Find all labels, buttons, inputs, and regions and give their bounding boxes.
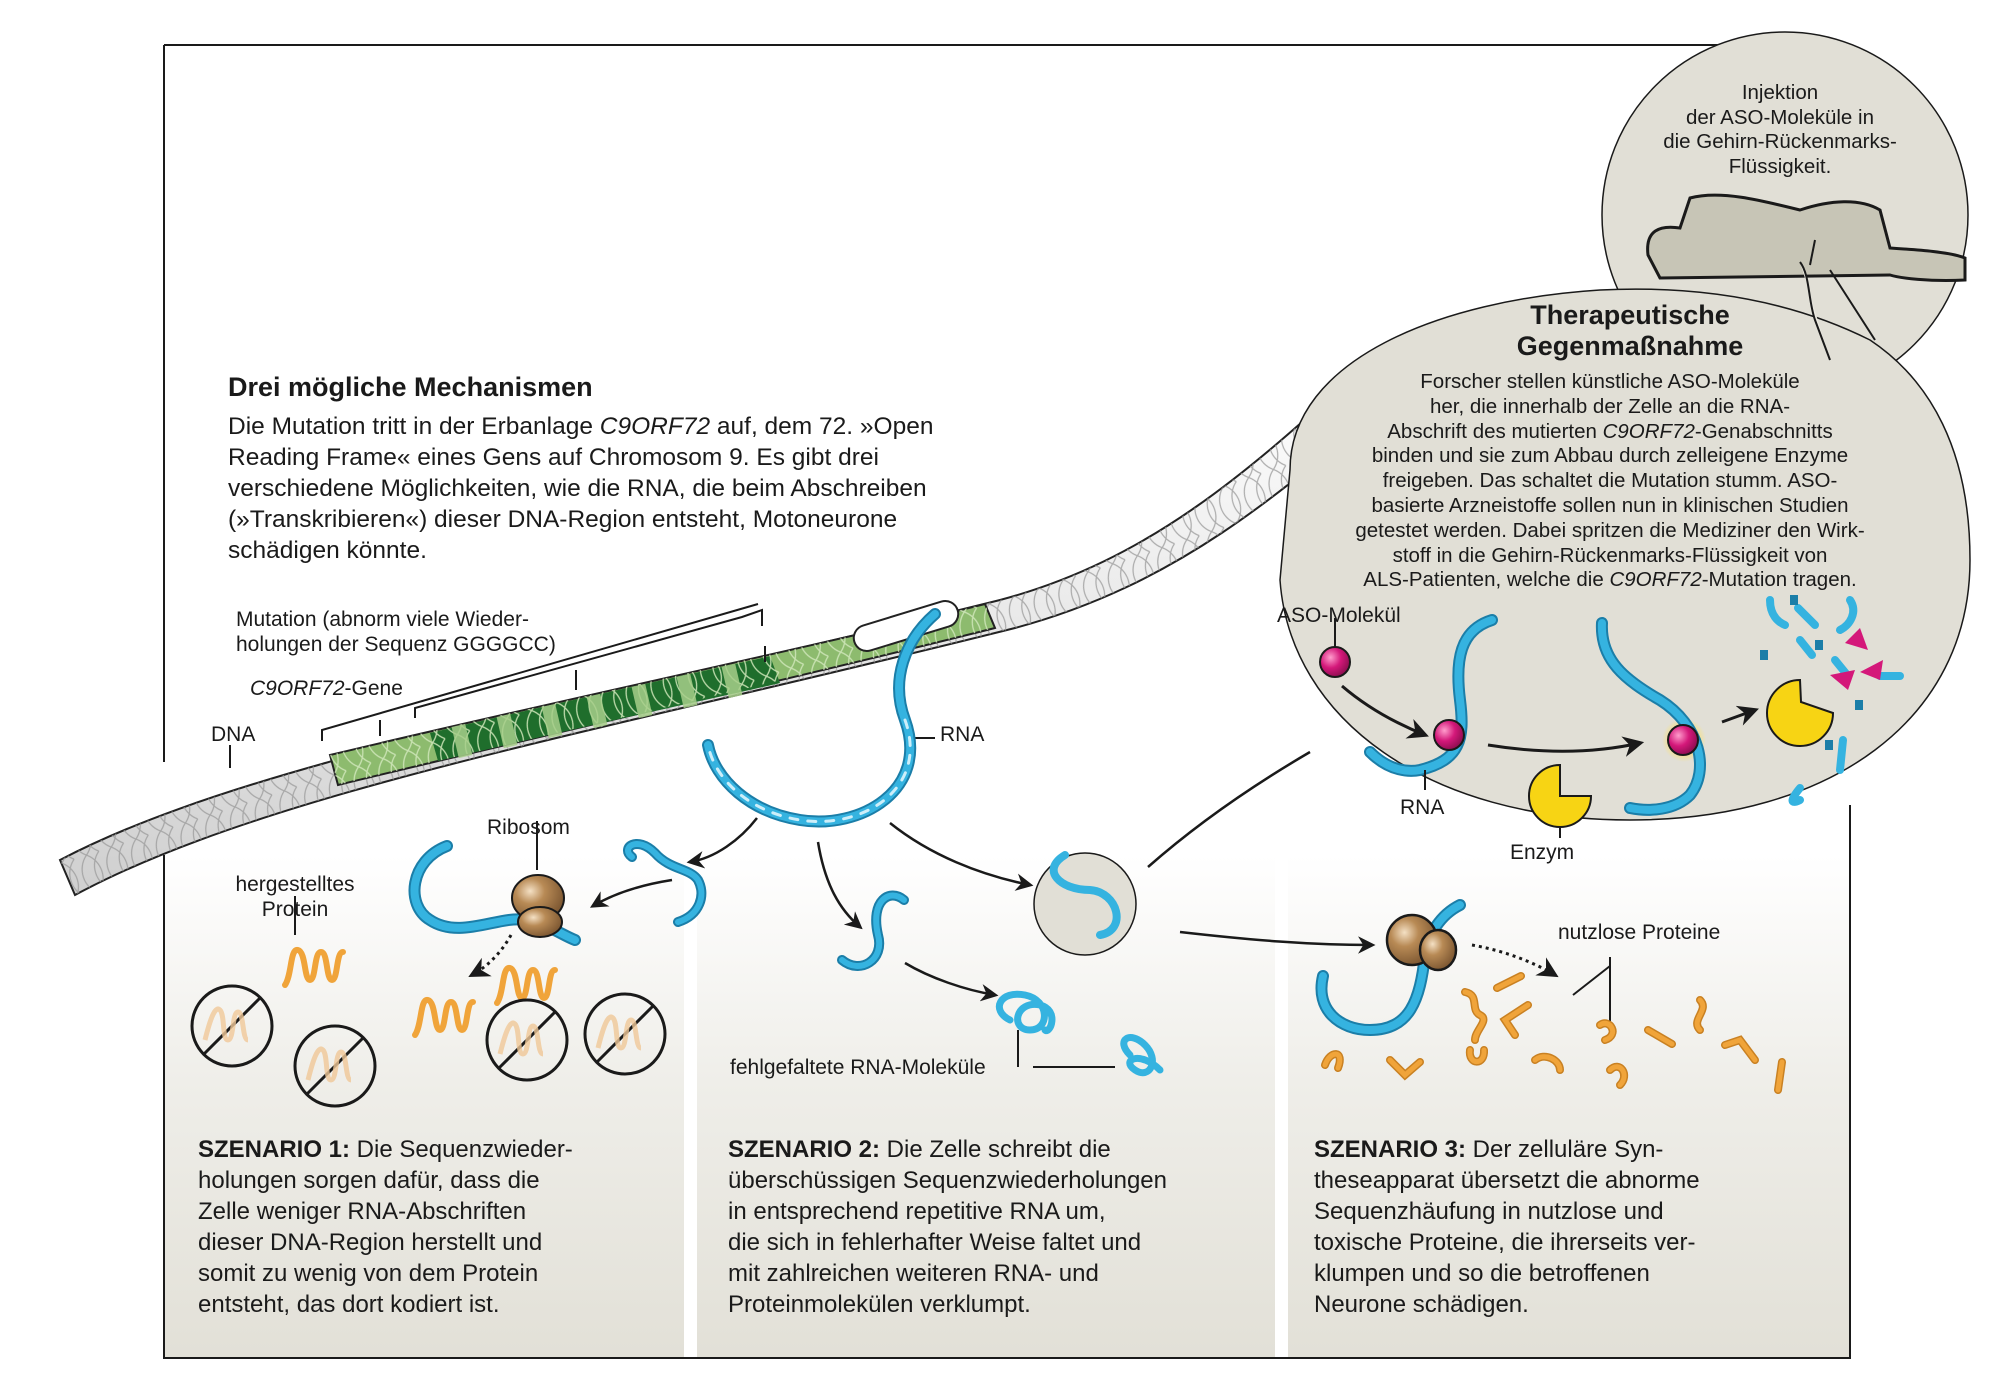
scenario-panels — [163, 805, 1851, 1359]
scenario-3-text: SZENARIO 3: Der zelluläre Syn- theseappa… — [1314, 1136, 1700, 1318]
enzyme-eating-icon — [1766, 678, 1835, 747]
protein-icons — [282, 947, 558, 1038]
scenario-1-heading: SZENARIO 1: — [198, 1136, 351, 1163]
misfolded-rna-label: fehlgefaltete RNA-Moleküle — [730, 1056, 986, 1079]
label-brackets — [229, 603, 935, 768]
patient-icon — [1646, 193, 1967, 283]
intro-line-5: schädigen könnte. — [228, 537, 427, 564]
gene-label: C9ORF72-Gene — [250, 677, 403, 700]
scenario-3-graphics — [1315, 899, 1786, 1094]
useless-protein-icons-fill — [1322, 973, 1785, 1093]
scenario-1-graphics — [190, 821, 707, 1108]
therapy-title: Therapeutische Gegenmaßnahme — [1516, 300, 1744, 361]
scenario-2-text: SZENARIO 2: Die Zelle schreibt die übers… — [728, 1136, 1167, 1318]
dna-label: DNA — [211, 723, 256, 746]
enzyme-icon — [1528, 763, 1593, 828]
scenario-2-panel — [697, 855, 1275, 1358]
aso-molecule-icon — [1319, 646, 1351, 678]
therapy-rna-label: RNA — [1400, 796, 1445, 819]
ribosom-label: Ribosom — [487, 816, 570, 839]
injection-text: Injektion der ASO-Moleküle in die Gehirn… — [1663, 81, 1897, 178]
mutation-label: Mutation (abnorm viele Wieder- holungen … — [236, 608, 556, 656]
intro-text: Die Mutation tritt in der Erbanlage C9OR… — [228, 411, 1088, 566]
intro-line-2: Reading Frame« eines Gens auf Chromosom … — [228, 444, 879, 471]
flow-arrows — [589, 817, 1376, 1002]
aso-mechanism — [1319, 595, 1904, 838]
aso-molecule-label: ASO-Molekül — [1277, 604, 1401, 627]
rna-label: RNA — [940, 723, 985, 746]
zoom-circle — [1033, 852, 1137, 956]
useless-proteins-label: nutzlose Proteine — [1558, 921, 1721, 944]
therapy-text: Forscher stellen künstliche ASO-Moleküle… — [1355, 370, 1865, 592]
intro-title: Drei mögliche Mechanismen — [228, 372, 593, 402]
scenario-2-graphics — [837, 851, 1164, 1076]
scenario-1-panel — [164, 855, 684, 1358]
therapy-connector — [1147, 750, 1311, 868]
misfolded-rna-icons — [995, 990, 1164, 1076]
scenario-3-heading: SZENARIO 3: — [1314, 1136, 1467, 1163]
scenario-1-text: SZENARIO 1: Die Sequenzwieder- holungen … — [198, 1136, 573, 1318]
syringe-hand-icon — [1799, 261, 1876, 361]
enzyme-label: Enzym — [1510, 841, 1575, 864]
scenario-2-heading: SZENARIO 2: — [728, 1136, 881, 1163]
dna-strand — [58, 368, 1397, 897]
aso-fragments-icon — [1830, 628, 1883, 690]
scenario-3-panel — [1288, 855, 1850, 1358]
intro-line-4: (»Transkribieren«) dieser DNA-Region ent… — [228, 506, 898, 533]
main-rna — [702, 608, 941, 828]
intro-line-3: verschiedene Möglichkeiten, wie die RNA,… — [228, 475, 927, 502]
protein-label: hergestelltes Protein — [235, 873, 355, 921]
intro-line-1: Die Mutation tritt in der Erbanlage C9OR… — [228, 413, 934, 440]
